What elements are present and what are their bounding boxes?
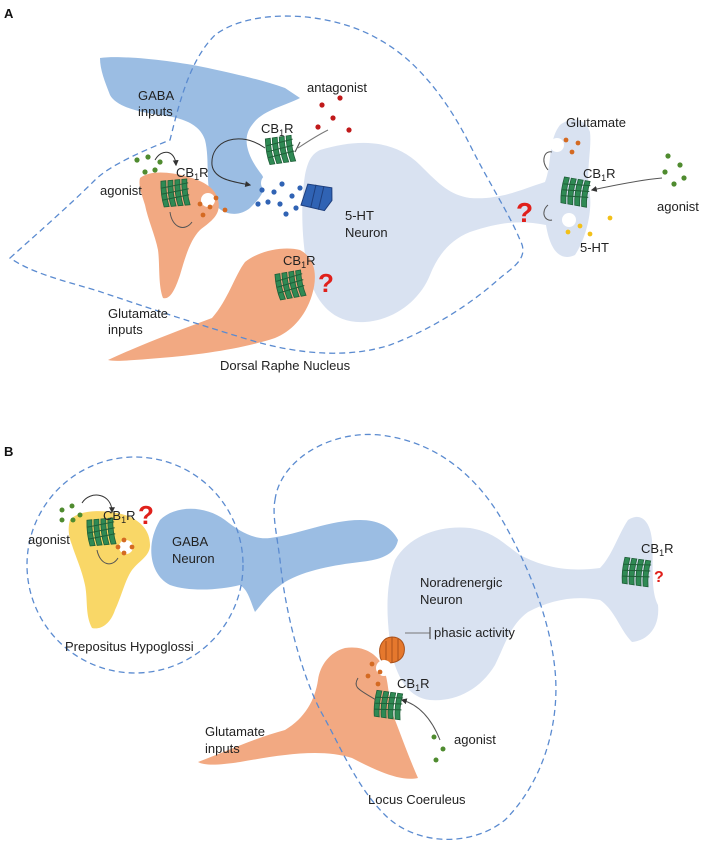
antagonist-block-line [297,129,329,149]
gaba-neuron-label-line2: Neuron [172,551,215,566]
prepositus-region [26,456,244,674]
agonist-label-left: agonist [100,183,142,198]
glutamate-molecules-ph [115,537,135,556]
cb1r-label-ph: CB1R [103,508,135,525]
agonist-label-ph: agonist [28,532,70,547]
gaba-release-arrow [211,138,266,188]
noradrenergic-label-line1: Noradrenergic [420,575,503,590]
agonist-molecules-lc [431,734,446,763]
agonist-arrow-ph [81,494,115,514]
panel-a-label: A [4,6,14,21]
alpha2-receptor-icon [379,636,405,664]
cb1r-label-terminal-b: CB1R [641,541,673,558]
agonist-molecules-right [662,153,687,187]
gaba-input-terminal [100,57,300,214]
question-mark-ph: ? [138,500,154,530]
lc-inhibit-line [355,677,377,701]
agonist-label-right: agonist [657,199,699,214]
noradrenergic-neuron-body [387,516,659,701]
serotonin-label-terminal: 5-HT [580,240,609,255]
serotonin-neuron-label-line1: 5-HT [345,208,374,223]
glutamate-input-terminal-b [198,647,418,779]
agonist-molecules-ph [59,503,83,523]
glutamate-molecules-left [197,195,228,218]
dorsal-raphe-label: Dorsal Raphe Nucleus [220,358,351,373]
locus-coeruleus-region [273,433,557,840]
glutamate-label-terminal: Glutamate [566,115,626,130]
agonist-inhibit-ph [96,549,119,565]
cb1r-label-terminal: CB1R [583,166,615,183]
cb1r-label-lc: CB1R [397,676,429,693]
cb1r-label-gaba: CB1R [261,121,293,138]
agonist-molecules-left [134,154,163,175]
prepositus-label: Prepositus Hypoglossi [65,639,194,654]
locus-coeruleus-label: Locus Coeruleus [368,792,466,807]
agonist-label-lc: agonist [454,732,496,747]
inhibit-line-top [543,151,553,171]
cb1r-receptor-glutamate [273,269,307,301]
terminal-vesicle-pocket-top [550,138,564,152]
question-mark-terminal-b: ? [654,569,664,586]
glutamate-molecules-terminal [563,137,581,155]
cb1r-receptor-lc [372,689,405,721]
antagonist-molecules [315,95,352,133]
glutamate-inputs-label-line1: Glutamate [108,306,168,321]
serotonin-neuron-body [302,119,591,323]
gaba-inputs-label-line1: GABA [138,88,174,103]
dorsal-raphe-region [8,15,524,354]
glutamate-inputs-label-b-line2: inputs [205,741,240,756]
cb1r-label-glutamate: CB1R [283,253,315,270]
gaba-neuron-body [151,508,398,612]
question-mark-terminal: ? [516,197,533,228]
serotonin-molecules-terminal [565,215,613,237]
cb1r-receptor-terminal [558,176,592,208]
serotonin-transporter-icon [300,183,333,212]
glutamate-vesicle-pocket [201,193,215,207]
antagonist-label: antagonist [307,80,367,95]
cb1r-receptor-agonist [159,178,191,208]
serotonin-molecules [255,181,303,217]
gaba-vesicle-pocket [261,174,279,192]
agonist-inhibit-left [169,211,193,228]
agonist-arrow-left [154,151,179,167]
cb1r-receptor-gaba [264,134,297,166]
panel-b-label: B [4,444,13,459]
noradrenergic-label-line2: Neuron [420,592,463,607]
cb1r-label-agonist: CB1R [176,165,208,182]
terminal-vesicle-pocket-bottom [562,213,576,227]
agonist-arrow-lc [400,698,441,741]
glutamate-input-terminal [108,248,315,361]
cb1r-receptor-terminal-b [620,556,653,588]
glutamate-inputs-label-line2: inputs [108,322,143,337]
inhibit-line-bottom [543,204,553,221]
glutamate-molecules-lc [365,661,383,687]
gaba-inputs-label-line2: inputs [138,104,173,119]
question-mark-glutamate: ? [318,268,334,298]
ph-vesicle-pocket [119,540,133,554]
phasic-activity-label: phasic activity [434,625,515,640]
glutamate-inputs-label-b-line1: Glutamate [205,724,265,739]
gaba-neuron-label-line1: GABA [172,534,208,549]
agonist-arrow-right [590,177,663,192]
antagonist-block-bar [294,141,301,153]
serotonin-neuron-label-line2: Neuron [345,225,388,240]
